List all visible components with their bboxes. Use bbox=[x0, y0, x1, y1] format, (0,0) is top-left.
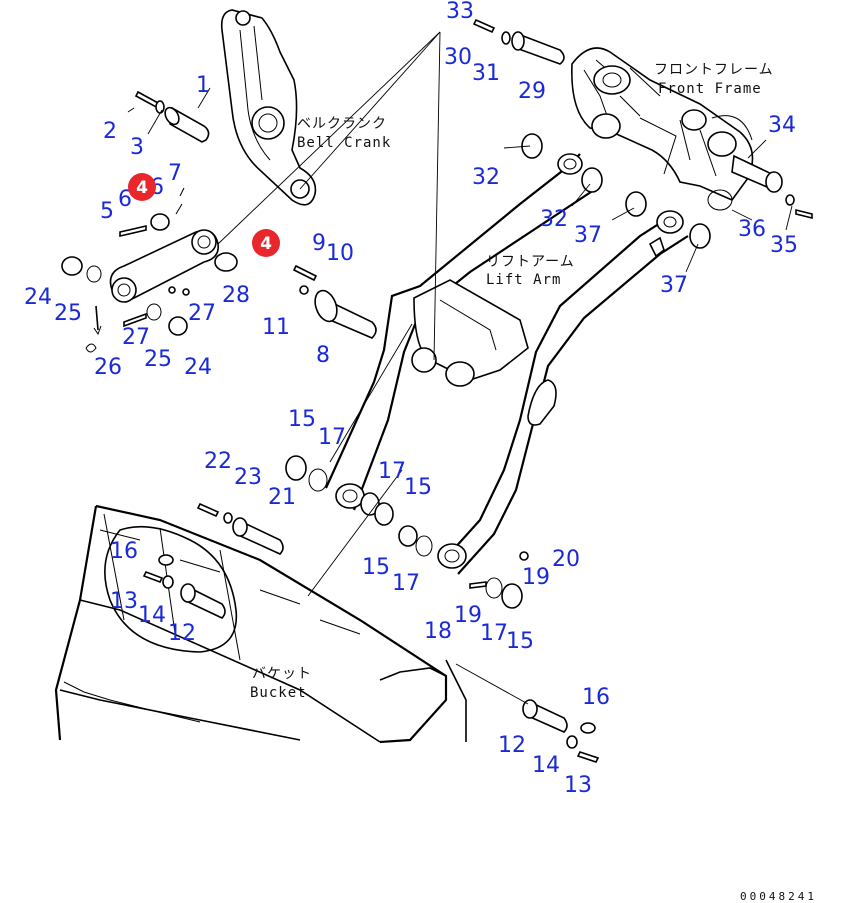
callout-28: 28 bbox=[222, 283, 250, 308]
callout-24a: 24 bbox=[24, 285, 52, 310]
pin-29-drawing bbox=[472, 18, 565, 65]
callout-17a: 17 bbox=[318, 425, 346, 450]
callout-26: 26 bbox=[94, 355, 122, 380]
callout-18: 18 bbox=[424, 619, 452, 644]
callout-9: 9 bbox=[312, 231, 326, 256]
badge-label: 4 bbox=[136, 178, 148, 198]
callout-20: 20 bbox=[552, 547, 580, 572]
callout-6a: 6 bbox=[118, 187, 132, 212]
callout-27b: 27 bbox=[188, 301, 216, 326]
callout-17c: 17 bbox=[392, 571, 420, 596]
callout-11: 11 bbox=[262, 315, 290, 340]
pin-12-drawing bbox=[142, 554, 226, 619]
bell-crank-label-jp: ベルクランク bbox=[297, 116, 387, 132]
front-frame-label-jp: フロントフレーム bbox=[654, 62, 774, 78]
callout-15d: 15 bbox=[506, 629, 534, 654]
callout-10: 10 bbox=[326, 241, 354, 266]
pin-1-drawing bbox=[134, 90, 210, 143]
bucket-drawing bbox=[54, 504, 467, 744]
callout-13a: 13 bbox=[110, 589, 138, 614]
rings-drawing bbox=[285, 133, 711, 609]
callout-36: 36 bbox=[738, 217, 766, 242]
callout-32b: 32 bbox=[540, 207, 568, 232]
callout-32a: 32 bbox=[472, 165, 500, 190]
callout-16b: 16 bbox=[582, 685, 610, 710]
callout-19a: 19 bbox=[454, 603, 482, 628]
lift-arm-label-jp: リフトアーム bbox=[486, 254, 575, 270]
callout-25a: 25 bbox=[54, 301, 82, 326]
callout-15c: 15 bbox=[362, 555, 390, 580]
front-frame-drawing bbox=[571, 47, 754, 201]
callout-29: 29 bbox=[518, 79, 546, 104]
callout-12a: 12 bbox=[168, 621, 196, 646]
callout-15a: 15 bbox=[288, 407, 316, 432]
callout-17b: 17 bbox=[378, 459, 406, 484]
badge-marker: 4 bbox=[252, 229, 280, 257]
callout-8: 8 bbox=[316, 343, 330, 368]
bucket-label-jp: バケット bbox=[252, 666, 312, 682]
callout-35: 35 bbox=[770, 233, 798, 258]
callout-30: 30 bbox=[444, 45, 472, 70]
callout-14b: 14 bbox=[532, 753, 560, 778]
callout-33: 33 bbox=[446, 0, 474, 24]
component-labels: ベルクランク Bell Crank フロントフレーム Front Frame リ… bbox=[250, 62, 774, 701]
callout-23: 23 bbox=[234, 465, 262, 490]
callout-16a: 16 bbox=[110, 539, 138, 564]
pin-8-drawing bbox=[292, 264, 377, 339]
highlight-badges: 4 4 bbox=[128, 173, 280, 257]
callout-13b: 13 bbox=[564, 773, 592, 798]
callout-2: 2 bbox=[103, 119, 117, 144]
callout-19b: 19 bbox=[522, 565, 550, 590]
line-art bbox=[54, 9, 813, 763]
lift-arm-drawing bbox=[324, 153, 689, 575]
callout-7: 7 bbox=[168, 161, 182, 186]
document-id: 00048241 bbox=[740, 890, 817, 903]
callout-31: 31 bbox=[472, 61, 500, 86]
callout-25b: 25 bbox=[144, 347, 172, 372]
bucket-label-en: Bucket bbox=[250, 685, 307, 701]
pin-34-drawing bbox=[707, 115, 813, 220]
callout-27a: 27 bbox=[122, 325, 150, 350]
lift-arm-label-en: Lift Arm bbox=[486, 272, 561, 288]
front-frame-label-en: Front Frame bbox=[658, 81, 762, 97]
link-drawing bbox=[93, 31, 441, 336]
callout-12b: 12 bbox=[498, 733, 526, 758]
bell-crank-drawing bbox=[220, 9, 441, 206]
callout-14a: 14 bbox=[138, 603, 166, 628]
leader-lines bbox=[127, 31, 793, 597]
callout-17d: 17 bbox=[480, 621, 508, 646]
callout-24b: 24 bbox=[184, 355, 212, 380]
link-hardware-drawing bbox=[61, 187, 238, 353]
callout-37b: 37 bbox=[660, 273, 688, 298]
callout-3: 3 bbox=[130, 135, 144, 160]
bell-crank-label-en: Bell Crank bbox=[297, 135, 391, 151]
callout-37a: 37 bbox=[574, 223, 602, 248]
badge-marker: 4 bbox=[128, 173, 156, 201]
callout-15b: 15 bbox=[404, 475, 432, 500]
badge-label: 4 bbox=[260, 234, 272, 254]
callout-5: 5 bbox=[100, 199, 114, 224]
pin-21-drawing bbox=[196, 502, 284, 555]
callout-21: 21 bbox=[268, 485, 296, 510]
callout-1: 1 bbox=[196, 73, 210, 98]
callout-34: 34 bbox=[768, 113, 796, 138]
callout-numbers: 1 2 3 5 6 6 7 8 9 10 11 12 13 14 16 15 1… bbox=[24, 0, 798, 798]
pin-12b-drawing bbox=[455, 663, 600, 763]
callout-22: 22 bbox=[204, 449, 232, 474]
